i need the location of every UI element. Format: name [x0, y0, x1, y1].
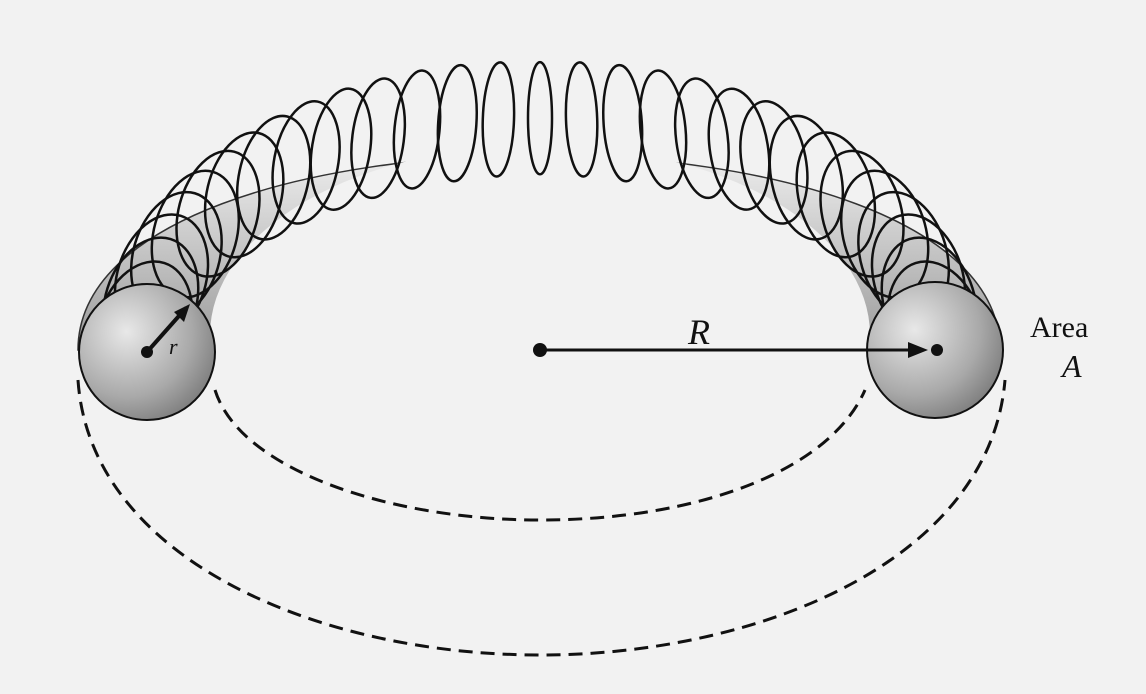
area-symbol-label: A [1062, 348, 1082, 384]
coil-loop [350, 77, 407, 200]
coil-loop [271, 100, 341, 225]
coil-loop [602, 63, 644, 183]
torus-center-dot [533, 343, 547, 357]
coil-loop [175, 149, 261, 278]
coil-loop [481, 61, 516, 178]
major-radius-label: R [688, 312, 710, 352]
left-center-dot [141, 346, 153, 358]
area-word-label: Area [1030, 311, 1089, 344]
minor-radius-arrowhead [174, 304, 190, 322]
coil-loop [819, 149, 905, 278]
coil-loop [436, 63, 478, 183]
coil-loop [392, 69, 442, 190]
coil-loop [309, 87, 373, 211]
inner-dashed-edge [213, 389, 867, 522]
coil-loop [526, 60, 554, 176]
right-center-dot [931, 344, 943, 356]
tube-body [77, 154, 1001, 351]
outer-dashed-edge [76, 379, 1007, 657]
coil-loop [739, 100, 809, 225]
major-radius-arrowhead [908, 342, 928, 358]
coil-loop [203, 131, 285, 259]
coil-loop [235, 114, 312, 241]
coil-loop [564, 61, 599, 178]
coil-loop [638, 69, 688, 190]
minor-radius-label: r [169, 334, 178, 359]
coil-loop [795, 131, 877, 259]
coil-loop [673, 77, 730, 200]
coil-loop [768, 114, 845, 241]
coil-loop [707, 87, 771, 211]
